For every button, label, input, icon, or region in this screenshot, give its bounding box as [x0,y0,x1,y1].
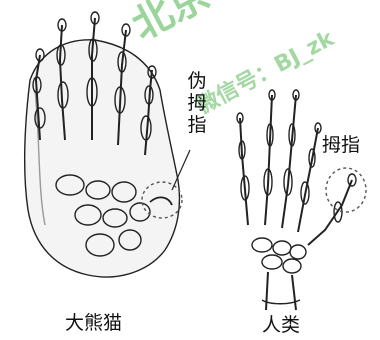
human-hand-drawing [237,90,366,310]
human-wrist-bones [252,238,306,273]
human-thumb [308,174,356,245]
human-finger-1 [237,113,249,225]
human-finger-3 [282,90,299,228]
label-pseudo-thumb: 伪拇指 [186,70,208,136]
label-panda: 大熊猫 [65,308,122,335]
thumb-highlight [326,168,366,212]
human-finger-2 [264,90,275,225]
label-thumb: 拇指 [322,130,360,157]
panda-paw-drawing [25,12,182,277]
label-human: 人类 [262,310,300,337]
human-forearm-bones [262,272,300,310]
human-finger-4 [298,123,321,232]
